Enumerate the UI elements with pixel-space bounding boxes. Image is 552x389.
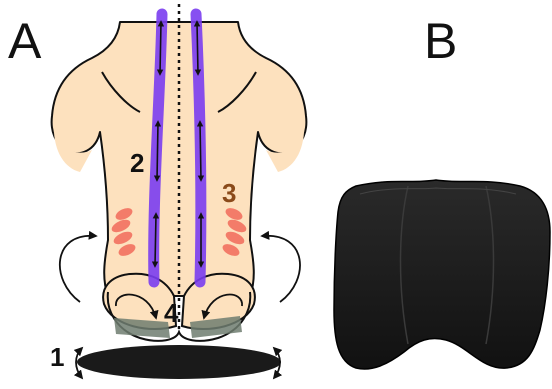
panel-b: B bbox=[334, 13, 550, 369]
curved-arrow-icon bbox=[60, 236, 96, 302]
marker-4: 4 bbox=[164, 298, 179, 328]
cushion-product bbox=[334, 180, 550, 369]
double-headed-arrow-icon bbox=[157, 122, 158, 180]
curved-arrow-icon bbox=[262, 236, 300, 302]
marker-3: 3 bbox=[222, 178, 236, 208]
marker-2: 2 bbox=[130, 148, 144, 178]
panel-a-label: A bbox=[8, 13, 42, 69]
double-headed-arrow-icon bbox=[160, 22, 161, 74]
double-headed-arrow-icon bbox=[200, 122, 201, 180]
seat-cushion bbox=[77, 345, 281, 379]
double-headed-arrow-icon bbox=[197, 22, 198, 74]
marker-1: 1 bbox=[50, 342, 64, 372]
panel-b-label: B bbox=[424, 13, 457, 69]
double-headed-arrow-icon bbox=[155, 214, 156, 266]
panel-a: A bbox=[8, 4, 306, 379]
